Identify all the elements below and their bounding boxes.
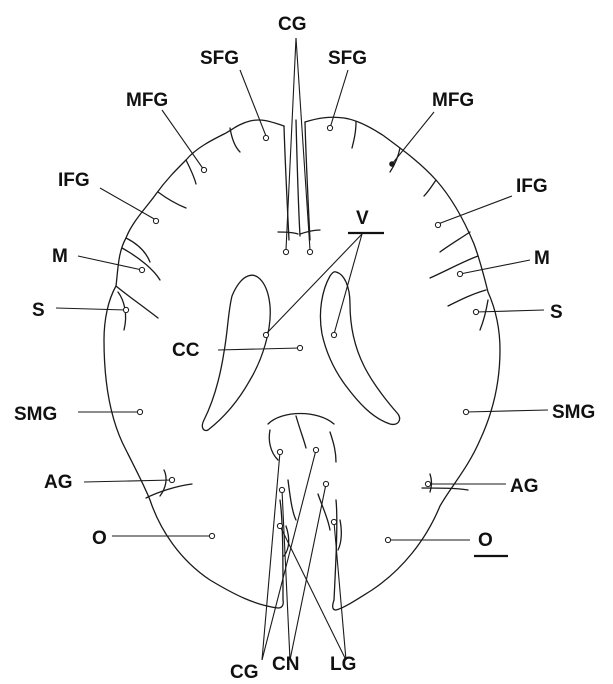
leader-cg-top-1 xyxy=(286,38,296,250)
label-smg-right: SMG xyxy=(552,402,595,423)
leader-mfg-left xyxy=(162,110,204,170)
label-cg-top: CG xyxy=(278,14,307,35)
right-sulcus-3 xyxy=(424,180,436,196)
label-lg: LG xyxy=(330,654,356,675)
label-ag-left: AG xyxy=(44,472,73,493)
dot-v-1 xyxy=(263,332,268,337)
label-o-right: O xyxy=(478,530,493,551)
leader-ifg-right xyxy=(438,196,512,224)
label-cn: CN xyxy=(272,654,299,675)
left-sulcus-3 xyxy=(158,192,186,208)
anterior-commissure-left xyxy=(278,232,298,234)
dot-s-left xyxy=(123,307,128,312)
dot-v-2 xyxy=(331,332,336,337)
dot-cc xyxy=(297,345,302,350)
dot-smg-left xyxy=(137,409,142,414)
dot-ag-right xyxy=(425,481,430,486)
label-m-left: M xyxy=(52,246,68,267)
dot-m-left xyxy=(139,267,144,272)
dot-s-right xyxy=(473,309,478,314)
right-sulcus-1 xyxy=(352,122,356,148)
posterior-left-curve xyxy=(269,430,278,460)
leader-ag-left xyxy=(84,480,172,482)
label-o-left: O xyxy=(92,528,107,549)
dot-ifg-right xyxy=(435,222,440,227)
label-smg-left: SMG xyxy=(14,404,57,425)
label-cc: CC xyxy=(172,340,200,361)
dot-cn-1 xyxy=(279,487,284,492)
label-ag-right: AG xyxy=(510,476,539,497)
leader-sfg-right xyxy=(330,70,348,128)
label-sfg-right: SFG xyxy=(328,48,367,69)
leader-mfg-right xyxy=(392,112,434,164)
left-sulcus-5 xyxy=(122,248,160,280)
label-ifg-left: IFG xyxy=(58,170,90,191)
right-lateral-ventricle xyxy=(320,272,399,425)
label-m-right: M xyxy=(534,248,550,269)
leader-m-left xyxy=(78,256,142,270)
leader-smg-right xyxy=(466,410,548,412)
midline-fissure-inner xyxy=(296,120,300,236)
left-lateral-ventricle xyxy=(202,275,270,430)
dot-cg-top-2 xyxy=(307,249,312,254)
label-s-left: S xyxy=(32,300,45,321)
label-mfg-right: MFG xyxy=(432,90,474,111)
left-sulcus-6 xyxy=(116,286,158,318)
dot-cn-2 xyxy=(323,481,328,486)
left-hemisphere-outline xyxy=(104,120,284,608)
dot-cg-bottom-2 xyxy=(313,447,318,452)
dot-o-left xyxy=(209,533,214,538)
leader-sfg-left xyxy=(240,70,266,136)
label-v: V xyxy=(356,208,369,229)
leader-cn-2 xyxy=(290,484,326,660)
right-posterior-gyrus xyxy=(338,520,341,550)
left-sulcus-1 xyxy=(230,128,240,152)
dot-ag-left xyxy=(169,477,174,482)
dot-mfg-left xyxy=(201,167,206,172)
right-hemisphere-outline xyxy=(305,117,500,610)
dot-lg-2 xyxy=(331,519,336,524)
leader-cg-bottom-1 xyxy=(262,452,280,660)
posterior-right-curve xyxy=(330,432,336,462)
midline-fissure-left xyxy=(284,126,289,240)
leader-m-right xyxy=(460,260,530,274)
leader-cg-top-2 xyxy=(296,38,310,250)
dot-o-right xyxy=(385,537,390,542)
dot-cg-bottom-1 xyxy=(277,449,282,454)
dot-lg-1 xyxy=(277,523,282,528)
posterior-commissure-arc xyxy=(268,414,334,425)
posterior-inner-curve xyxy=(296,416,306,448)
right-sulcus-4 xyxy=(440,232,470,252)
posterior-inner-left xyxy=(288,480,296,520)
dot-cg-top-1 xyxy=(283,249,288,254)
right-sulcus-8 xyxy=(422,488,468,490)
leader-s-left xyxy=(56,308,126,310)
label-s-right: S xyxy=(550,302,563,323)
dot-mfg-right xyxy=(389,161,395,167)
dot-smg-right xyxy=(463,409,468,414)
label-mfg-left: MFG xyxy=(126,90,168,111)
label-ifg-right: IFG xyxy=(516,176,548,197)
right-sulcus-6 xyxy=(448,290,486,306)
label-cg-bottom: CG xyxy=(230,662,259,683)
dot-sfg-right xyxy=(327,125,332,130)
dot-m-right xyxy=(457,271,462,276)
right-sulcus-7 xyxy=(480,300,488,330)
dot-sfg-left xyxy=(263,135,268,140)
left-sulcus-8 xyxy=(146,484,192,498)
label-sfg-left: SFG xyxy=(200,48,239,69)
right-sulcus-5 xyxy=(430,256,478,278)
dot-ifg-left xyxy=(153,218,158,223)
left-sulcus-2 xyxy=(186,160,196,184)
leader-cc xyxy=(218,348,300,350)
